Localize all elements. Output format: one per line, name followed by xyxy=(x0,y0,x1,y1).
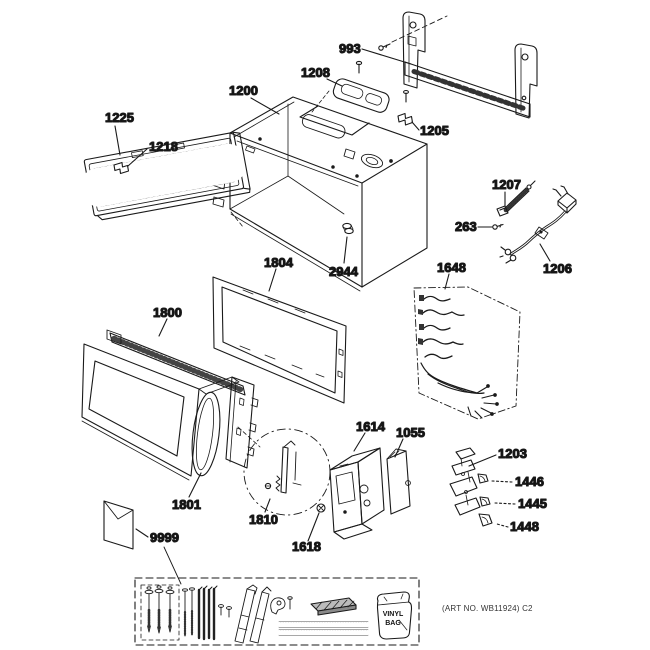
callout-1648: 1648 xyxy=(436,259,466,290)
door-window xyxy=(88,360,185,457)
label-1207: 1207 xyxy=(492,177,521,192)
label-1055: 1055 xyxy=(396,425,425,440)
label-1446: 1446 xyxy=(515,474,544,489)
part-1618-screw xyxy=(316,503,326,513)
art-number-note: (ART NO. WB11924) C2 xyxy=(442,604,533,613)
callout-1614: 1614 xyxy=(353,418,386,452)
plug-prongs xyxy=(552,185,569,197)
callout-1225: 1225 xyxy=(104,109,134,156)
callout-263: 263 xyxy=(454,218,493,235)
callout-1218: 1218 xyxy=(127,138,178,167)
label-1804: 1804 xyxy=(264,255,294,270)
callout-1810: 1810 xyxy=(248,498,278,528)
callout-1208: 1208 xyxy=(300,64,343,87)
bracket-rail-slots xyxy=(411,69,527,111)
case-top-cutout xyxy=(299,105,370,136)
part-263-screw xyxy=(492,223,504,230)
label-1200: 1200 xyxy=(229,83,258,98)
vinyl-bag-label-line2: BAG xyxy=(385,620,401,627)
label-2944: 2944 xyxy=(329,264,359,279)
part-1614-control-bracket xyxy=(329,447,385,540)
bracket-rail xyxy=(404,61,531,118)
kit-foam-block xyxy=(310,597,357,616)
label-1205: 1205 xyxy=(420,123,449,138)
label-1448: 1448 xyxy=(510,519,539,534)
part-1208-plate xyxy=(311,60,390,113)
callout-1801: 1801 xyxy=(171,472,202,513)
part-1648-wire-harness xyxy=(413,286,521,420)
plate-screw-icon xyxy=(355,60,363,74)
label-1801: 1801 xyxy=(172,497,201,512)
kit-threaded-strips xyxy=(276,621,371,636)
label-1208: 1208 xyxy=(301,65,330,80)
callout-1800: 1800 xyxy=(152,304,182,337)
callout-1618: 1618 xyxy=(291,512,321,555)
label-1445: 1445 xyxy=(518,496,547,511)
part-1203-bracket xyxy=(449,447,481,516)
label-1618: 1618 xyxy=(292,539,321,554)
callout-1207: 1207 xyxy=(491,176,521,207)
harness-boundary xyxy=(413,286,521,420)
callout-1055: 1055 xyxy=(394,424,425,458)
bracket-screw-guide-line xyxy=(391,15,448,43)
clip-screw-icon xyxy=(403,89,409,103)
part-1207-screw xyxy=(496,180,536,217)
part-1206-power-cord xyxy=(499,185,577,264)
part-1200-case xyxy=(211,96,428,292)
callout-9999: 9999 xyxy=(135,528,179,546)
latch-spring xyxy=(275,475,281,492)
callout-1448: 1448 xyxy=(496,518,539,535)
part-1446-clip xyxy=(477,473,489,484)
bracket-screw-icon xyxy=(378,43,391,51)
part-9999-literature-envelope xyxy=(103,500,134,550)
door-front xyxy=(81,343,200,477)
case-right-face xyxy=(361,143,428,288)
callout-1205: 1205 xyxy=(411,121,449,139)
kit-inner-box xyxy=(140,584,180,641)
callout-1804: 1804 xyxy=(263,254,294,292)
door-latch-edge xyxy=(225,376,255,469)
callout-1200: 1200 xyxy=(228,82,280,115)
part-993-wall-mount-bracket xyxy=(378,11,538,119)
part-2944-grommet xyxy=(342,222,354,235)
callout-1203: 1203 xyxy=(468,445,527,467)
kit-folded-brackets xyxy=(234,584,272,644)
label-1206: 1206 xyxy=(543,261,572,276)
callout-2944: 2944 xyxy=(328,236,359,280)
callout-1206: 1206 xyxy=(539,243,572,277)
kit-bolts xyxy=(182,587,195,637)
label-1218: 1218 xyxy=(149,139,178,154)
callout-1446: 1446 xyxy=(491,473,544,490)
label-1614: 1614 xyxy=(356,419,386,434)
kit-cord-clamp xyxy=(270,596,293,615)
callout-993: 993 xyxy=(338,40,412,65)
label-1810: 1810 xyxy=(249,512,278,527)
part-1218-clip xyxy=(113,161,130,175)
label-1648: 1648 xyxy=(437,260,466,275)
label-1225: 1225 xyxy=(105,110,134,125)
frame-opening xyxy=(221,286,338,394)
kit-toggle-rods xyxy=(197,585,218,641)
part-1055-panel xyxy=(386,448,411,515)
hardware-kit-box xyxy=(134,546,420,646)
label-993: 993 xyxy=(339,41,361,56)
label-1203: 1203 xyxy=(498,446,527,461)
part-1800-door xyxy=(81,329,259,481)
part-1225-grille xyxy=(79,131,251,221)
vinyl-bag-label-line1: VINYL xyxy=(383,611,404,618)
label-1800: 1800 xyxy=(153,305,182,320)
kit-small-screws xyxy=(218,604,232,618)
part-1448-clip xyxy=(478,513,493,527)
label-9999: 9999 xyxy=(150,530,179,545)
kit-vinyl-bag xyxy=(376,591,413,640)
label-263: 263 xyxy=(455,219,477,234)
part-1445-clip xyxy=(479,496,491,507)
part-1804-door-frame xyxy=(212,276,347,404)
callout-1445: 1445 xyxy=(494,495,547,512)
kit-mount-screws xyxy=(144,585,175,634)
